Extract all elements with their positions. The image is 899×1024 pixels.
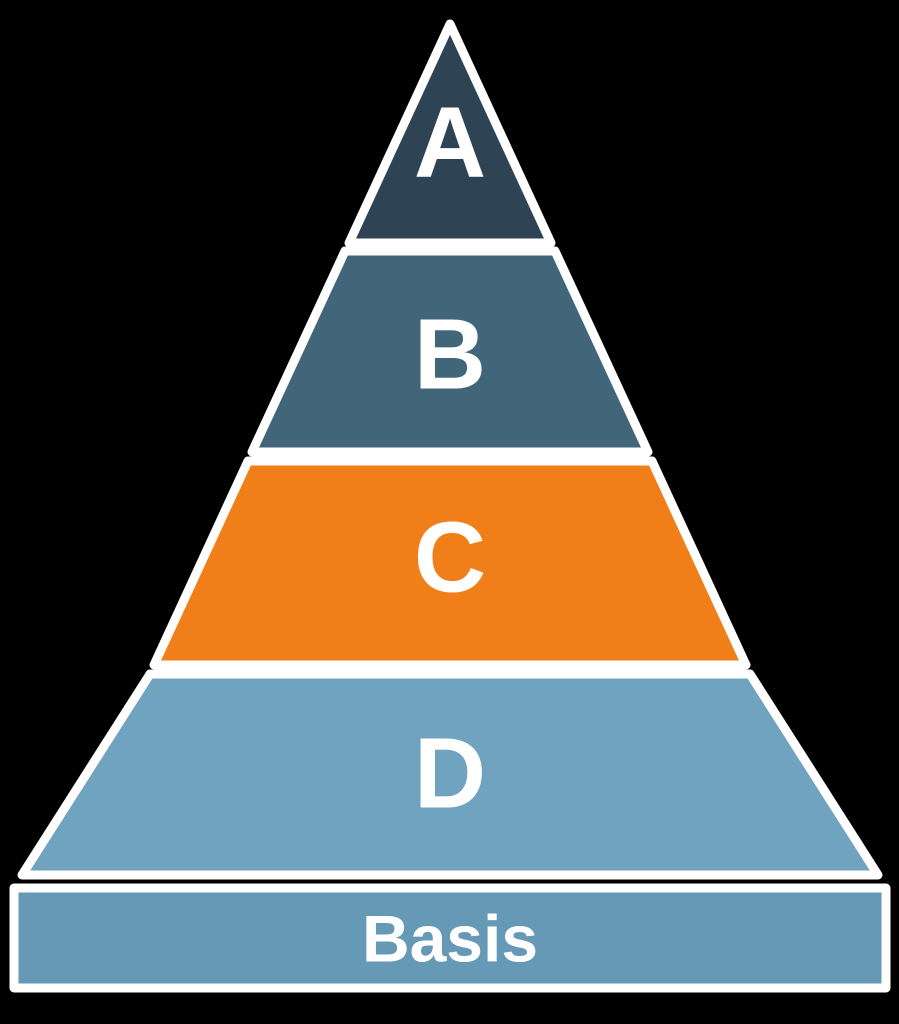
- base-bar-shape[interactable]: [9, 883, 891, 993]
- pyramid-tier-d[interactable]: D: [17, 669, 883, 880]
- tier-d-label: D: [414, 717, 486, 829]
- pyramid-base-bar[interactable]: Basis: [9, 883, 891, 993]
- tier-b-label: B: [414, 298, 486, 410]
- tier-b-shape[interactable]: [247, 246, 653, 457]
- tier-a-shape[interactable]: [344, 19, 556, 248]
- pyramid-tier-c[interactable]: C: [149, 456, 751, 670]
- base-bar-label: Basis: [362, 901, 538, 975]
- pyramid-tier-b[interactable]: B: [247, 246, 653, 457]
- tier-c-shape[interactable]: [149, 456, 751, 670]
- tier-c-label: C: [414, 501, 486, 613]
- tier-a-label: A: [414, 86, 486, 198]
- pyramid-tier-a[interactable]: A: [344, 19, 556, 248]
- tier-d-shape[interactable]: [17, 669, 883, 880]
